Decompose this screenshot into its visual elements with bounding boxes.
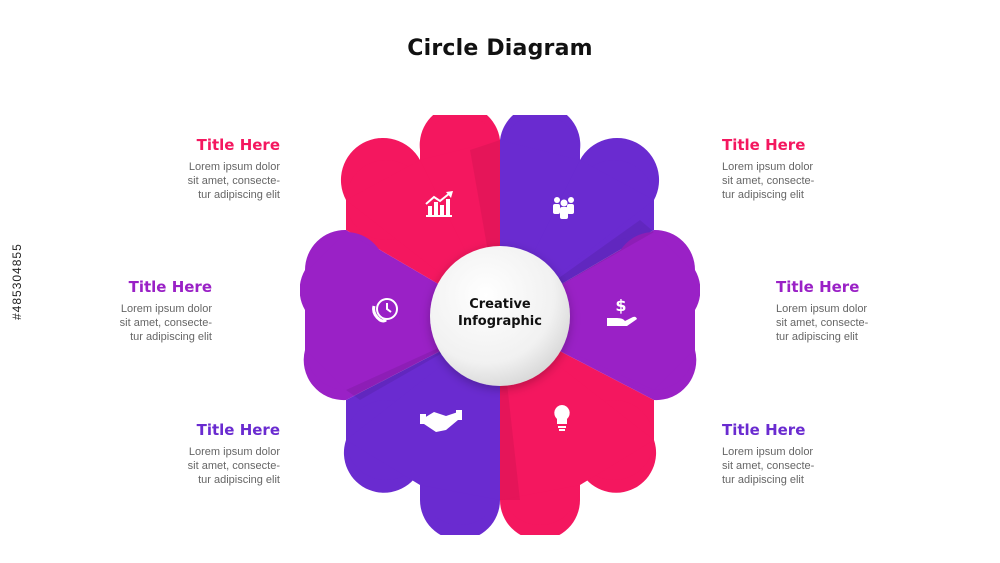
center-line-1: Creative [469, 297, 531, 312]
center-line-2: Infographic [458, 314, 542, 329]
team-icon [553, 197, 574, 219]
handshake-icon [420, 410, 462, 432]
info-block-middle-left: Title Here Lorem ipsum dolor sit amet, c… [62, 278, 212, 344]
page-title: Circle Diagram [407, 36, 593, 61]
info-title: Title Here [722, 136, 806, 154]
center-circle [430, 246, 570, 386]
flower-diagram: $ [300, 115, 700, 535]
money-hand-icon: $ [607, 296, 637, 326]
info-block-bottom-right: Title Here Lorem ipsum dolor sit amet, c… [722, 421, 872, 487]
info-text: Lorem ipsum dolor sit amet, consecte- tu… [722, 446, 815, 486]
info-title: Title Here [776, 278, 860, 296]
info-title: Title Here [196, 421, 280, 439]
info-text: Lorem ipsum dolor sit amet, consecte- tu… [187, 446, 280, 486]
info-block-bottom-left: Title Here Lorem ipsum dolor sit amet, c… [130, 421, 280, 487]
info-text: Lorem ipsum dolor sit amet, consecte- tu… [722, 161, 815, 201]
stock-id-watermark: #485304855 [10, 243, 24, 320]
info-title: Title Here [196, 136, 280, 154]
info-block-top-right: Title Here Lorem ipsum dolor sit amet, c… [722, 136, 872, 202]
info-text: Lorem ipsum dolor sit amet, consecte- tu… [187, 161, 280, 201]
info-text: Lorem ipsum dolor sit amet, consecte- tu… [776, 303, 869, 343]
svg-text:$: $ [615, 296, 626, 315]
info-title: Title Here [722, 421, 806, 439]
info-block-top-left: Title Here Lorem ipsum dolor sit amet, c… [130, 136, 280, 202]
phone-clock-icon [372, 298, 398, 323]
info-text: Lorem ipsum dolor sit amet, consecte- tu… [119, 303, 212, 343]
lightbulb-icon [554, 405, 570, 431]
center-label: Creative Infographic [430, 296, 570, 330]
info-title: Title Here [128, 278, 212, 296]
chart-growth-icon [425, 191, 453, 217]
info-block-middle-right: Title Here Lorem ipsum dolor sit amet, c… [776, 278, 926, 344]
